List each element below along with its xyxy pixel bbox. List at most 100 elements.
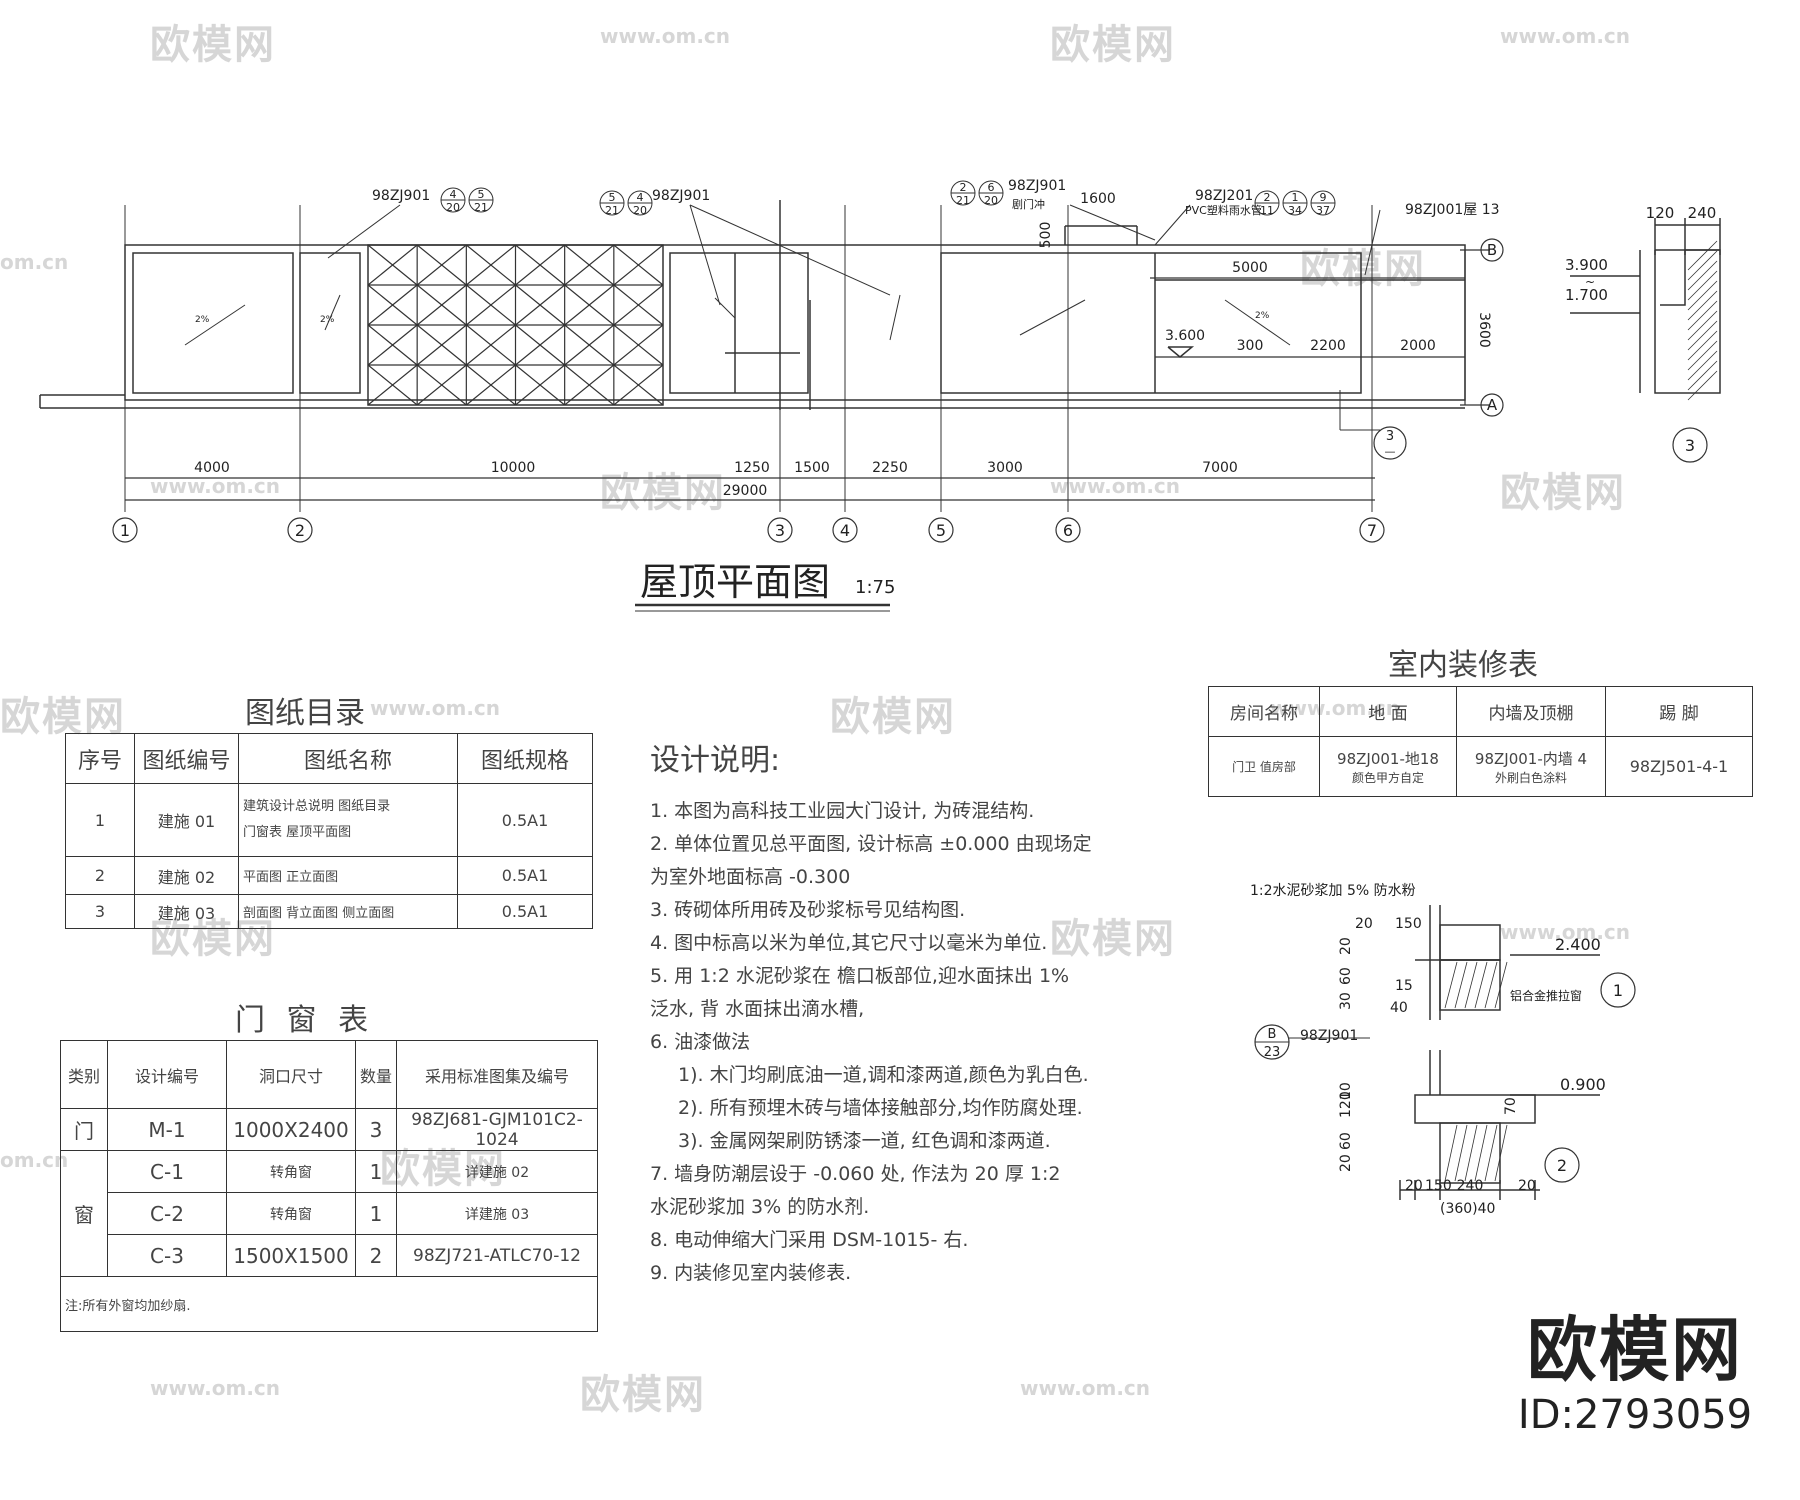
svg-text:20: 20 (984, 194, 998, 207)
dim-label: 15 (1395, 978, 1413, 994)
note-line: 1). 木门均刷底油一道,调和漆两道,颜色为乳白色. (678, 1064, 1089, 1086)
svg-text:1: 1 (1292, 191, 1299, 204)
svg-text:9: 9 (1320, 191, 1327, 204)
dim-label: 120 (1646, 204, 1675, 222)
dim-label: 1500 (794, 460, 830, 476)
dim-label: 30 (1338, 992, 1354, 1010)
drawing-list-table: 序号 图纸编号 图纸名称 图纸规格 1 建施 01 建筑设计总说明 图纸目录门窗… (65, 733, 593, 929)
detail-3-label: 3 (1685, 436, 1695, 455)
door-window-table: 类别 设计编号 洞口尺寸 数量 采用标准图集及编号 门 M-1 1000X240… (60, 1040, 598, 1332)
svg-text:21: 21 (605, 204, 619, 217)
dim-label: 20 (1518, 1178, 1536, 1194)
detail-1 (1415, 905, 1600, 1020)
callout-circle: 134 (1282, 190, 1308, 217)
svg-text:3: 3 (775, 521, 785, 540)
dim-label: 60 (1338, 967, 1354, 985)
dim-label: 240 (1688, 204, 1717, 222)
dim-label: 2250 (872, 460, 908, 476)
svg-text:20: 20 (446, 201, 460, 214)
svg-text:37: 37 (1316, 204, 1330, 217)
dim-label: 300 (1237, 338, 1264, 354)
callout-text: 98ZJ901 (1008, 178, 1066, 194)
dim-label: 1250 (734, 460, 770, 476)
axis-bubble: 7 (1359, 517, 1385, 543)
svg-text:1: 1 (120, 521, 130, 540)
dim-label: 70 (1503, 1097, 1519, 1115)
plan-scale: 1:75 (855, 577, 895, 598)
elevation-tilde: ~ (1585, 275, 1595, 289)
dim-label: 20 (1405, 1178, 1423, 1194)
note-line: 7. 墙身防潮层设于 -0.060 处, 作法为 20 厚 1:2 (650, 1163, 1061, 1185)
col-header: 图纸名称 (238, 733, 458, 784)
svg-text:3: 3 (1386, 429, 1394, 444)
detail-2 (1399, 1050, 1600, 1200)
axis-bubble: 6 (1055, 517, 1081, 543)
axis-bubble: 3 (767, 517, 793, 543)
brand-id: ID:2793059 (1517, 1392, 1753, 1438)
dim-label: 150 (1395, 916, 1422, 932)
dim-right-label: 3600 (1476, 312, 1492, 348)
callout-circle: 420 (440, 187, 466, 214)
note-line: 9. 内装修见室内装修表. (650, 1262, 852, 1284)
dim-label: 7000 (1202, 460, 1238, 476)
plan-title: 屋顶平面图 (640, 560, 830, 604)
dim-label: 500 (1038, 222, 1054, 249)
callout-circle: 211 (1254, 190, 1280, 217)
elevation-label: 3.900 (1565, 256, 1608, 274)
svg-text:34: 34 (1288, 204, 1302, 217)
svg-text:B: B (1487, 241, 1497, 259)
svg-text:20: 20 (633, 204, 647, 217)
dim-label: 4000 (194, 460, 230, 476)
brand-logo: 欧模网 (1527, 1309, 1743, 1391)
total-dim-label: 29000 (723, 483, 768, 499)
table-row: 门 M-1 1000X2400 3 98ZJ681-GJM101C2-1024 (60, 1108, 598, 1151)
design-notes: 设计说明: 1. 本图为高科技工业园大门设计, 为砖混结构. 2. 单体位置见总… (650, 735, 1190, 1290)
callout-text: 98ZJ201 (1195, 188, 1253, 204)
callout-sub: PVC塑料雨水管 (1185, 203, 1262, 217)
axis-bubble: 1 (112, 517, 138, 543)
dim-label: 1600 (1080, 191, 1116, 207)
svg-text:23: 23 (1264, 1045, 1281, 1060)
door-window-title: 门 窗 表 (235, 1003, 375, 1038)
dim-label: 20 (1338, 1154, 1354, 1172)
detail-1-label-circle (1600, 972, 1636, 1008)
dim-label: 20 (1338, 937, 1354, 955)
col-header: 采用标准图集及编号 (396, 1040, 598, 1109)
table-row: 2 建施 02 平面图 正立面图 0.5A1 (65, 856, 593, 895)
svg-text:4: 4 (637, 191, 644, 204)
note-line: 为室外地面标高 -0.300 (650, 866, 851, 888)
detail-3-label-circle (1672, 427, 1708, 463)
callout-sub: 剧门冲 (1012, 197, 1045, 211)
notes-title: 设计说明: (650, 743, 781, 778)
detail-note: 1:2水泥砂浆加 5% 防水粉 (1250, 883, 1416, 899)
svg-text:5: 5 (478, 188, 485, 201)
elevation-marker (1167, 346, 1195, 358)
ref-text: 98ZJ901 (1300, 1028, 1358, 1044)
roof-plan (39, 200, 1466, 410)
note-line: 3. 砖砌体所用砖及砂浆标号见结构图. (650, 899, 966, 921)
svg-text:4: 4 (450, 188, 457, 201)
dim-label: 10000 (491, 460, 536, 476)
dimension-chain (125, 477, 1375, 501)
note-line: 1. 本图为高科技工业园大门设计, 为砖混结构. (650, 800, 1035, 822)
note-line: 水泥砂浆加 3% 的防水剂. (650, 1196, 870, 1218)
note-line: 2). 所有预埋木砖与墙体接触部分,均作防腐处理. (678, 1097, 1083, 1119)
axis-bubble: 4 (832, 517, 858, 543)
col-header: 房间名称 (1208, 686, 1320, 737)
axis-bubble: B (1480, 238, 1504, 262)
callout-circle: 937 (1310, 190, 1336, 217)
dim-label: 60 (1338, 1132, 1354, 1150)
detail-2-label: 2 (1557, 1156, 1567, 1175)
axis-bubble: 2 (287, 517, 313, 543)
svg-text:6: 6 (988, 181, 995, 194)
dim-label: 2000 (1400, 338, 1436, 354)
elevation-label: 2.400 (1555, 935, 1601, 954)
col-header: 地 面 (1319, 686, 1457, 737)
callout-text: 98ZJ901 (372, 188, 430, 204)
roof-elevation: 3.600 (1165, 328, 1205, 344)
note-line: 8. 电动伸缩大门采用 DSM-1015- 右. (650, 1229, 969, 1251)
side-dimensions (1150, 249, 1490, 406)
svg-text:21: 21 (956, 194, 970, 207)
